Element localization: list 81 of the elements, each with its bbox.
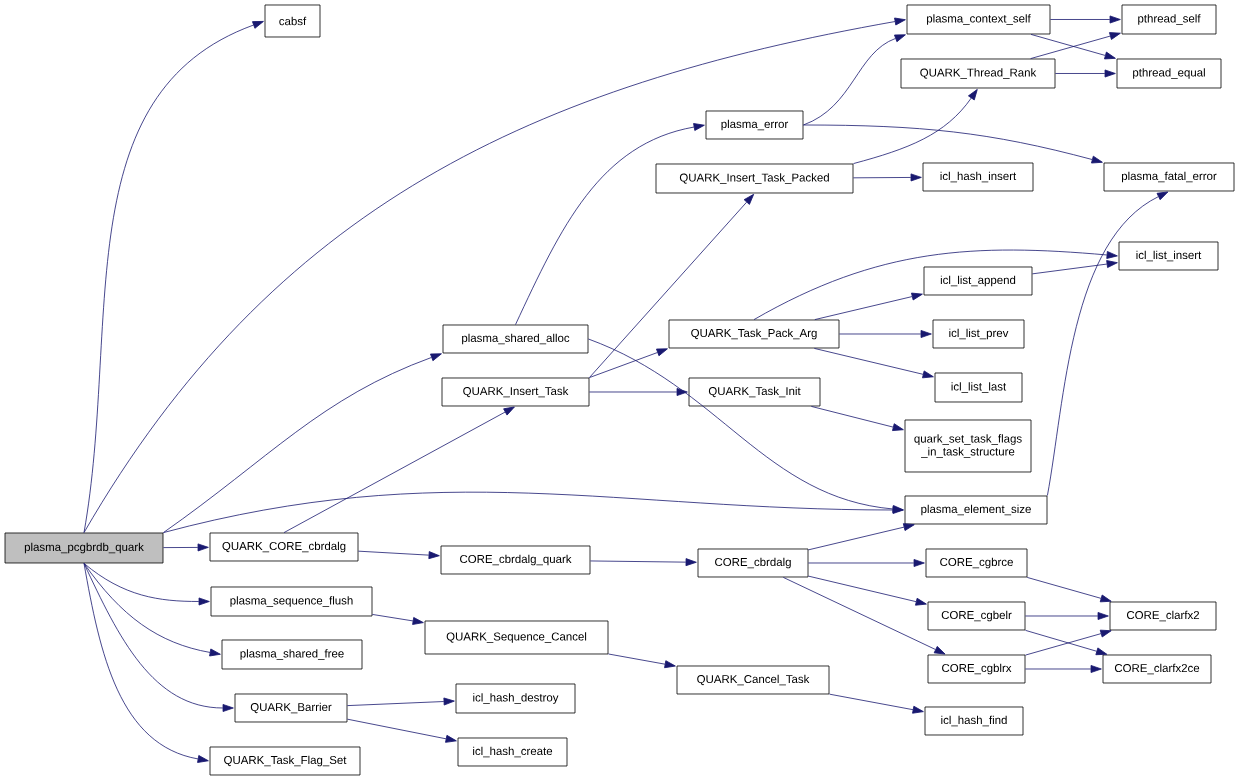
- call-box: QUARK_Thread_Rank: [900, 58, 1056, 89]
- arrow: [1025, 612, 1109, 620]
- call-box: CORE_clarfx2: [1109, 601, 1217, 631]
- call-box: QUARK_Insert_Task: [441, 377, 590, 407]
- call-box: quark_set_task_flags _in_task_structure: [904, 419, 1032, 473]
- arrow: [810, 406, 904, 431]
- arrow: [283, 406, 515, 533]
- arrow: [753, 249, 1118, 320]
- arrow: [839, 330, 932, 338]
- call-box: icl_list_prev: [932, 319, 1025, 349]
- arrow: [1055, 69, 1116, 78]
- arrow: [608, 653, 676, 669]
- arrow: [163, 491, 904, 533]
- call-box: CORE_cgbelr: [927, 601, 1026, 631]
- arrow: [589, 193, 755, 378]
- root-function-box: plasma_pcgbrdb_quark: [4, 532, 164, 564]
- arrow: [803, 124, 1103, 164]
- arrow: [347, 718, 457, 743]
- arrow: [589, 348, 668, 378]
- call-box: plasma_context_self: [906, 4, 1051, 35]
- call-box: plasma_sequence_flush: [210, 586, 373, 617]
- arrow: [1026, 577, 1112, 603]
- arrow: [589, 388, 688, 396]
- arrow: [83, 563, 221, 657]
- call-box: QUARK_Sequence_Cancel: [424, 620, 609, 655]
- arrow: [83, 17, 906, 533]
- arrow: [588, 338, 904, 513]
- arrow: [163, 353, 442, 533]
- call-box: CORE_cbrdalg: [697, 548, 809, 578]
- arrow: [515, 123, 705, 325]
- call-box: pthread_equal: [1116, 58, 1222, 89]
- arrow: [1047, 191, 1169, 496]
- arrow: [853, 173, 922, 182]
- arrow: [808, 559, 925, 567]
- arrow: [83, 21, 264, 533]
- call-box: cabsf: [264, 4, 321, 38]
- arrow: [808, 523, 915, 551]
- call-box: QUARK_CORE_cbrdalg: [209, 532, 359, 562]
- call-box: QUARK_Cancel_Task: [676, 665, 830, 695]
- arrow: [853, 89, 978, 164]
- call-box: CORE_clarfx2ce: [1102, 654, 1212, 684]
- call-box: icl_list_insert: [1118, 241, 1219, 271]
- arrow: [83, 563, 209, 763]
- call-box: plasma_error: [705, 110, 804, 140]
- arrow: [813, 348, 934, 379]
- call-box: plasma_shared_free: [221, 639, 363, 670]
- call-box: CORE_cgblrx: [927, 654, 1026, 684]
- arrow: [1050, 15, 1121, 24]
- call-box: CORE_cbrdalg_quark: [440, 545, 591, 575]
- call-box: icl_list_append: [923, 266, 1033, 296]
- call-box: pthread_self: [1121, 4, 1217, 35]
- call-box: icl_hash_destroy: [455, 683, 576, 714]
- arrow: [808, 575, 927, 606]
- call-box: QUARK_Task_Init: [688, 377, 821, 407]
- arrow: [83, 563, 234, 712]
- arrow: [803, 34, 906, 126]
- arrow: [1030, 32, 1121, 59]
- arrow: [782, 577, 946, 655]
- call-box: QUARK_Task_Flag_Set: [209, 746, 361, 776]
- call-box: icl_list_last: [934, 372, 1023, 403]
- arrow: [814, 292, 923, 320]
- arrow: [163, 543, 209, 552]
- call-box: QUARK_Insert_Task_Packed: [655, 163, 854, 194]
- call-box: QUARK_Barrier: [234, 693, 348, 723]
- arrow: [347, 697, 455, 706]
- arrow: [83, 563, 210, 606]
- arrow: [1025, 665, 1102, 673]
- call-box: plasma_element_size: [904, 495, 1048, 525]
- call-box: CORE_cgbrce: [925, 548, 1028, 578]
- call-box: plasma_shared_alloc: [442, 324, 589, 354]
- call-box: QUARK_Task_Pack_Arg: [668, 319, 840, 349]
- arrow: [829, 693, 924, 714]
- arrow: [372, 614, 424, 625]
- arrow: [1032, 260, 1118, 275]
- arrow: [358, 550, 440, 560]
- call-box: icl_hash_create: [457, 737, 568, 767]
- call-box: plasma_fatal_error: [1103, 162, 1235, 192]
- call-box: icl_hash_insert: [922, 162, 1034, 192]
- arrow: [1030, 34, 1116, 60]
- call-box: icl_hash_find: [924, 706, 1024, 736]
- arrow: [590, 558, 697, 567]
